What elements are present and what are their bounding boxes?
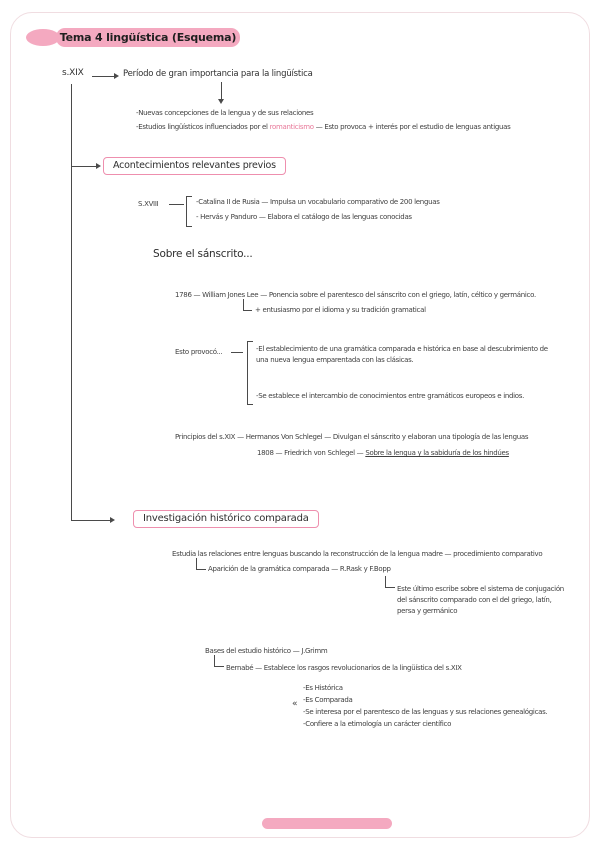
provoco-bracket: [247, 341, 253, 405]
root-note-2-romanticismo: romanticismo: [269, 123, 314, 131]
rasgo-item-1: -Es Histórica: [303, 684, 343, 692]
section1-title-box: Acontecimientos relevantes previos: [103, 157, 286, 175]
bottom-decorative-pill: [262, 818, 392, 829]
sxviii-item-1: -Catalina II de Rusia — Impulsa un vocab…: [196, 198, 440, 206]
sxviii-label: S.XVIII: [138, 200, 159, 208]
provoco-item-1: -El establecimiento de una gramática com…: [256, 345, 548, 365]
page-title: Tema 4 lingüística (Esquema): [59, 31, 237, 44]
sanskrit-subheader: Sobre el sánscrito...: [153, 248, 253, 260]
sxviii-line: [169, 204, 184, 205]
tree-trunk-line: [71, 84, 72, 521]
bases-line: Bases del estudio histórico — J.Grimm: [205, 647, 328, 655]
provoco-item-2: -Se establece el intercambio de conocimi…: [256, 392, 525, 400]
page-title-highlight: Tema 4 lingüística (Esquema): [56, 28, 240, 47]
branch2-line: [71, 520, 111, 521]
sxviii-item-2: - Hervás y Panduro — Elabora el catálogo…: [196, 213, 412, 221]
root-down-arrow-icon: [218, 99, 224, 104]
root-note-2-post: — Esto provoca + interés por el estudio …: [313, 123, 511, 131]
branch1-line: [71, 166, 97, 167]
root-arrow-head-icon: [114, 73, 119, 79]
bopp-note: Este último escribe sobre el sistema de …: [397, 585, 564, 616]
root-note-2: -Estudios lingüísticos influenciados por…: [136, 122, 511, 133]
root-heading: Período de gran importancia para la ling…: [123, 69, 313, 79]
root-down-line: [221, 82, 222, 99]
decorative-ellipse: [26, 29, 60, 46]
schlegel-1808-book-title: Sobre la lengua y la sabiduría de los hi…: [365, 449, 509, 457]
section2-title-box: Investigación histórico comparada: [133, 510, 319, 528]
sxviii-bracket: [186, 196, 192, 227]
gramatica-line: Aparición de la gramática comparada — R.…: [208, 565, 391, 573]
provoco-label: Esto provocó...: [175, 348, 223, 356]
jones-sub: + entusiasmo por el idioma y su tradició…: [255, 306, 426, 314]
rasgo-item-3: -Se interesa por el parentesco de las le…: [303, 708, 548, 716]
bernabe-connector: [214, 655, 224, 667]
jones-line: 1786 — William Jones Lee — Ponencia sobr…: [175, 291, 536, 299]
bopp-connector: [385, 576, 395, 588]
gramatica-connector: [196, 558, 206, 570]
section2-intro: Estudia las relaciones entre lenguas bus…: [172, 550, 543, 558]
root-label: s.XIX: [62, 68, 84, 78]
root-arrow-line: [92, 76, 115, 77]
rasgo-item-2: -Es Comparada: [303, 696, 353, 704]
schlegel-line: Principios del s.XIX — Hermanos Von Schl…: [175, 433, 529, 441]
branch1-arrow-icon: [96, 163, 101, 169]
rasgo-item-4: -Confiere a la etimología un carácter ci…: [303, 720, 452, 728]
page-border: [10, 12, 590, 838]
root-note-1: -Nuevas concepciones de la lengua y de s…: [136, 109, 314, 117]
branch2-arrow-icon: [110, 517, 115, 523]
bernabe-line: Bernabé — Establece los rasgos revolucio…: [226, 664, 462, 672]
root-note-2-pre: -Estudios lingüísticos influenciados por…: [136, 123, 270, 131]
schlegel-1808-pre: 1808 — Friedrich von Schlegel —: [257, 449, 366, 457]
jones-connector: [243, 299, 252, 311]
provoco-line: [231, 352, 243, 353]
rasgos-bracket: «: [292, 699, 298, 709]
schlegel-1808: 1808 — Friedrich von Schlegel — Sobre la…: [257, 448, 509, 459]
